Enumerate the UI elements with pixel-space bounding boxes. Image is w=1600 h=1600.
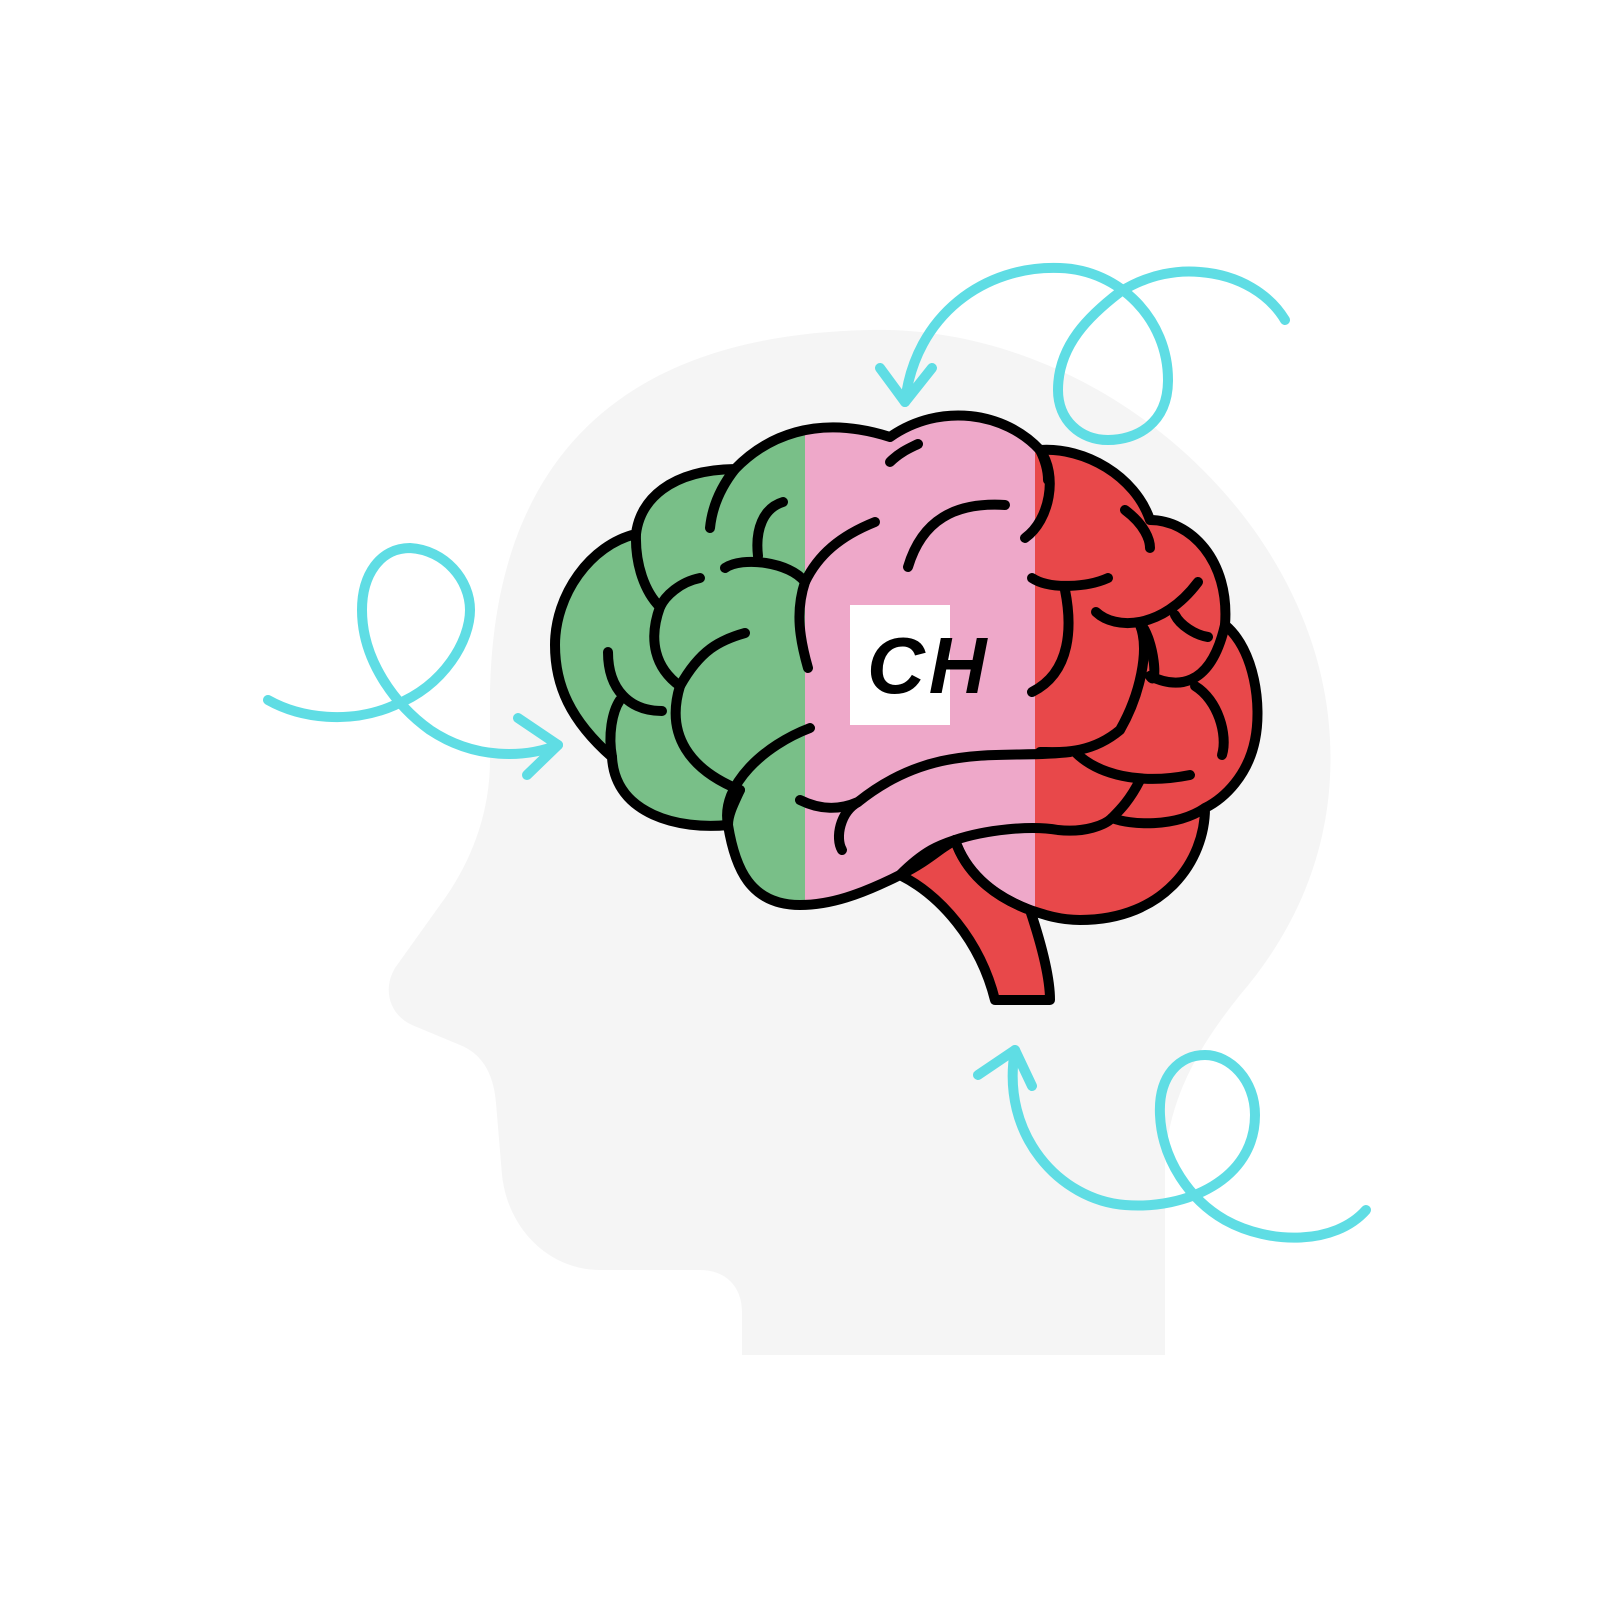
brain-folds bbox=[603, 439, 1230, 880]
ch-badge: CH bbox=[850, 605, 991, 725]
brain-outline bbox=[550, 410, 1263, 925]
ch-badge-text: CH bbox=[867, 621, 991, 710]
arrow-bottom bbox=[1007, 1045, 1371, 1243]
looping-arrow-icon bbox=[263, 262, 1371, 1243]
arrow-left bbox=[263, 543, 563, 759]
arrow-top bbox=[900, 262, 1290, 445]
ch-badge-background bbox=[850, 605, 950, 725]
